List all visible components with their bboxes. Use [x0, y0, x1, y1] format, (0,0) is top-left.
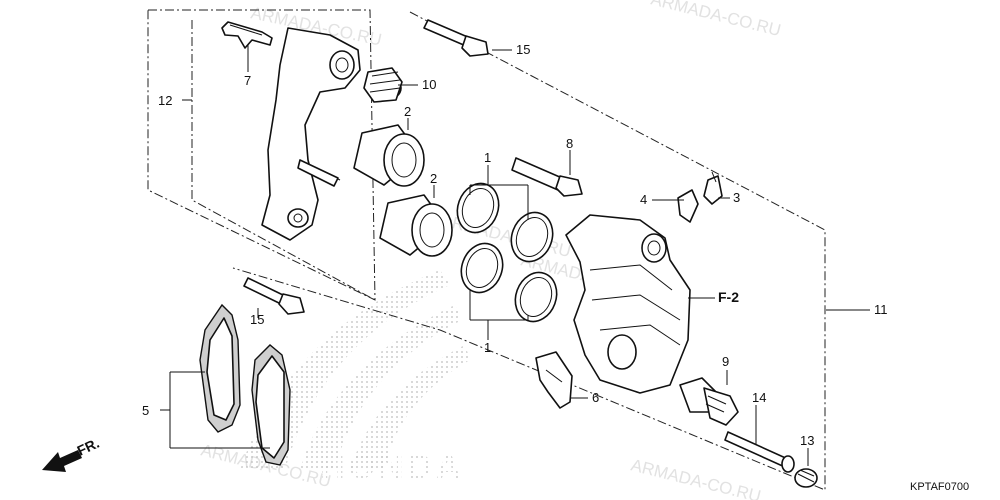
- group-outlines: [147, 9, 826, 491]
- callout-7: 7: [244, 73, 251, 88]
- callout-13: 13: [800, 433, 814, 448]
- part-9-pin-boot: [679, 377, 739, 426]
- callout-8: 8: [566, 136, 573, 151]
- part-15-bolt-bottom: [243, 277, 305, 315]
- part-14-pin: [724, 431, 795, 473]
- reference-f2: F-2: [718, 289, 739, 305]
- part-2-piston-upper: [353, 124, 425, 187]
- bracket-group-outline: [147, 9, 376, 301]
- callout-4: 4: [640, 192, 647, 207]
- part-15-bolt-top: [423, 19, 489, 57]
- part-13-plug: [794, 468, 818, 488]
- callout-5: 5: [142, 403, 149, 418]
- direction-arrow: FR.: [42, 435, 102, 472]
- watermark-top-right: ARMADA-CO.RU: [649, 0, 783, 40]
- leader-lines: [160, 45, 870, 466]
- caliper-group-outline: [232, 11, 826, 491]
- callout-1-upper: 1: [484, 150, 491, 165]
- callout-6: 6: [592, 390, 599, 405]
- callout-14: 14: [752, 390, 766, 405]
- part-3-bleeder-valve: [703, 171, 723, 205]
- part-5-brake-pads: [199, 303, 291, 466]
- callout-10: 10: [422, 77, 436, 92]
- honda-wing-logo: HONDA: [240, 270, 470, 486]
- direction-label: FR.: [75, 435, 102, 459]
- part-12-caliper-bracket: [261, 27, 361, 241]
- callout-2-lower: 2: [430, 171, 437, 186]
- honda-wordmark: HONDA: [320, 448, 465, 486]
- callout-3: 3: [733, 190, 740, 205]
- callout-15-bottom: 15: [250, 312, 264, 327]
- callout-labels: 12 7 15 10 2 2 1 1 8 4 3 F-2 11 15 5 6 9…: [142, 42, 969, 493]
- part-7-pad-spring: [221, 21, 273, 49]
- part-2-piston-lower: [379, 194, 453, 257]
- callout-1-lower: 1: [484, 340, 491, 355]
- part-11-caliper-body: [565, 214, 691, 394]
- diagram-code: KPTAF0700: [910, 481, 969, 493]
- part-1-seals: [456, 182, 558, 323]
- part-4-bleeder-cap: [677, 189, 699, 223]
- part-6-pad-retainer: [535, 351, 573, 409]
- part-10-boot: [363, 67, 403, 103]
- callout-9: 9: [722, 354, 729, 369]
- watermark-bottom-right: ARMADA-CO.RU: [629, 455, 763, 500]
- callout-2-upper: 2: [404, 104, 411, 119]
- callout-12: 12: [158, 93, 172, 108]
- part-8-pin: [511, 157, 583, 197]
- bracket-inner-outline: [191, 20, 376, 301]
- callout-15-top: 15: [516, 42, 530, 57]
- callout-11: 11: [874, 302, 888, 317]
